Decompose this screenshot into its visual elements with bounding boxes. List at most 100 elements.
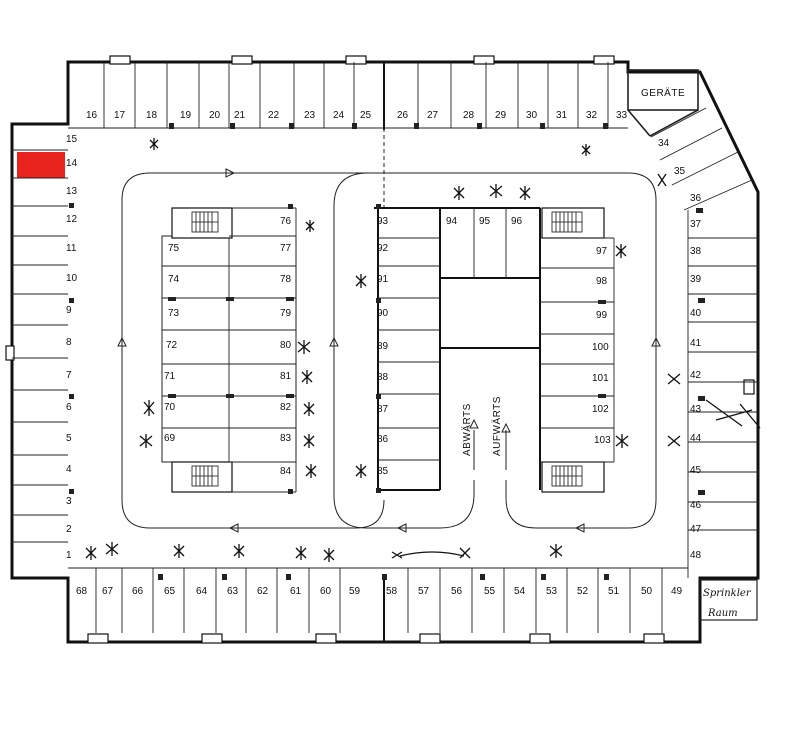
space-number: 43 — [690, 404, 702, 415]
space-number: 29 — [495, 110, 507, 121]
space-number: 42 — [690, 370, 702, 381]
space-number: 87 — [377, 404, 389, 415]
space-number: 67 — [102, 586, 114, 597]
space-number: 68 — [76, 586, 88, 597]
space-number: 30 — [526, 110, 538, 121]
space-number: 64 — [196, 586, 208, 597]
space-number: 44 — [690, 433, 702, 444]
space-number: 69 — [164, 433, 176, 444]
space-number: 78 — [280, 274, 292, 285]
left-space-dividers — [12, 149, 68, 543]
space-number: 10 — [66, 273, 78, 284]
space-number: 8 — [66, 337, 72, 348]
space-number: 9 — [66, 305, 72, 316]
space-number: 96 — [511, 216, 523, 227]
sprinkler-room-label-2: Raum — [707, 608, 738, 619]
space-number: 92 — [377, 243, 389, 254]
right-space-dividers — [650, 107, 758, 578]
ramp-up-label: AUFWÄRTS — [491, 396, 503, 456]
space-number: 38 — [690, 246, 702, 257]
space-number: 103 — [594, 435, 611, 446]
space-number: 35 — [674, 166, 686, 177]
space-number: 70 — [164, 402, 176, 413]
space-number: 62 — [257, 586, 269, 597]
space-number: 81 — [280, 371, 292, 382]
right-island-labels: 97 98 99 100 101 102 103 — [592, 246, 611, 446]
space-number: 33 — [616, 110, 628, 121]
space-number: 40 — [690, 308, 702, 319]
space-number: 58 — [386, 586, 398, 597]
center-island-labels: 93 92 91 90 89 88 87 86 85 94 95 96 — [377, 216, 523, 477]
left-island-labels: 75 74 73 72 71 70 69 76 77 78 79 80 81 8… — [164, 216, 292, 477]
space-number: 39 — [690, 274, 702, 285]
space-number: 66 — [132, 586, 144, 597]
space-number: 21 — [234, 110, 246, 121]
space-number: 24 — [333, 110, 345, 121]
space-number: 2 — [66, 524, 72, 535]
space-number: 50 — [641, 586, 653, 597]
space-number: 41 — [690, 338, 702, 349]
space-number: 75 — [168, 243, 180, 254]
bottom-space-markers — [158, 574, 609, 580]
right-space-labels: 34 35 36 37 38 39 40 41 42 43 44 45 46 4… — [658, 138, 702, 561]
space-number: 97 — [596, 246, 608, 257]
space-number: 34 — [658, 138, 670, 149]
space-number: 28 — [463, 110, 475, 121]
space-number: 72 — [166, 340, 178, 351]
equipment-room-label: GERÄTE — [641, 87, 685, 99]
space-number: 15 — [66, 134, 78, 145]
space-number: 11 — [66, 243, 77, 254]
space-number: 47 — [690, 524, 702, 535]
space-number: 73 — [168, 308, 180, 319]
space-number: 102 — [592, 404, 609, 415]
space-number: 36 — [690, 193, 702, 204]
space-number: 94 — [446, 216, 458, 227]
space-number: 54 — [514, 586, 526, 597]
space-number: 85 — [377, 466, 389, 477]
space-number: 88 — [377, 372, 389, 383]
space-number: 48 — [690, 550, 702, 561]
space-number: 77 — [280, 243, 292, 254]
space-number: 12 — [66, 214, 78, 225]
top-space-labels: 16 17 18 19 20 21 22 23 24 25 26 27 28 2… — [86, 110, 628, 121]
space-number: 90 — [377, 308, 389, 319]
space-number: 51 — [608, 586, 620, 597]
stair-right-top — [551, 211, 583, 233]
space-number: 6 — [66, 402, 72, 413]
space-number: 82 — [280, 402, 292, 413]
space-number: 91 — [377, 274, 389, 285]
space-number: 52 — [577, 586, 589, 597]
right-island — [540, 207, 615, 493]
space-number: 25 — [360, 110, 372, 121]
space-number: 17 — [114, 110, 126, 121]
space-number: 63 — [227, 586, 239, 597]
space-number: 55 — [484, 586, 496, 597]
space-number: 56 — [451, 586, 463, 597]
ramp-down-label: ABWÄRTS — [461, 403, 473, 456]
space-number: 3 — [66, 496, 72, 507]
wall-openings — [5, 55, 755, 644]
left-island — [161, 204, 297, 494]
space-number: 89 — [377, 341, 389, 352]
space-number: 5 — [66, 433, 72, 444]
space-number: 57 — [418, 586, 430, 597]
space-number: 61 — [290, 586, 302, 597]
space-number: 49 — [671, 586, 683, 597]
space-number: 59 — [349, 586, 361, 597]
space-number: 84 — [280, 466, 292, 477]
space-number: 18 — [146, 110, 158, 121]
left-space-labels: 15 14 13 12 11 10 9 8 7 6 5 4 3 2 1 — [66, 134, 78, 561]
space-number: 80 — [280, 340, 292, 351]
driving-lanes — [117, 128, 661, 533]
space-number: 83 — [280, 433, 292, 444]
right-space-markers — [696, 208, 705, 495]
space-number: 23 — [304, 110, 316, 121]
space-number: 20 — [209, 110, 221, 121]
space-number: 22 — [268, 110, 280, 121]
space-number: 99 — [596, 310, 608, 321]
space-number: 79 — [280, 308, 292, 319]
stair-right-bottom — [551, 465, 583, 487]
space-number: 45 — [690, 465, 702, 476]
space-number: 101 — [592, 373, 609, 384]
